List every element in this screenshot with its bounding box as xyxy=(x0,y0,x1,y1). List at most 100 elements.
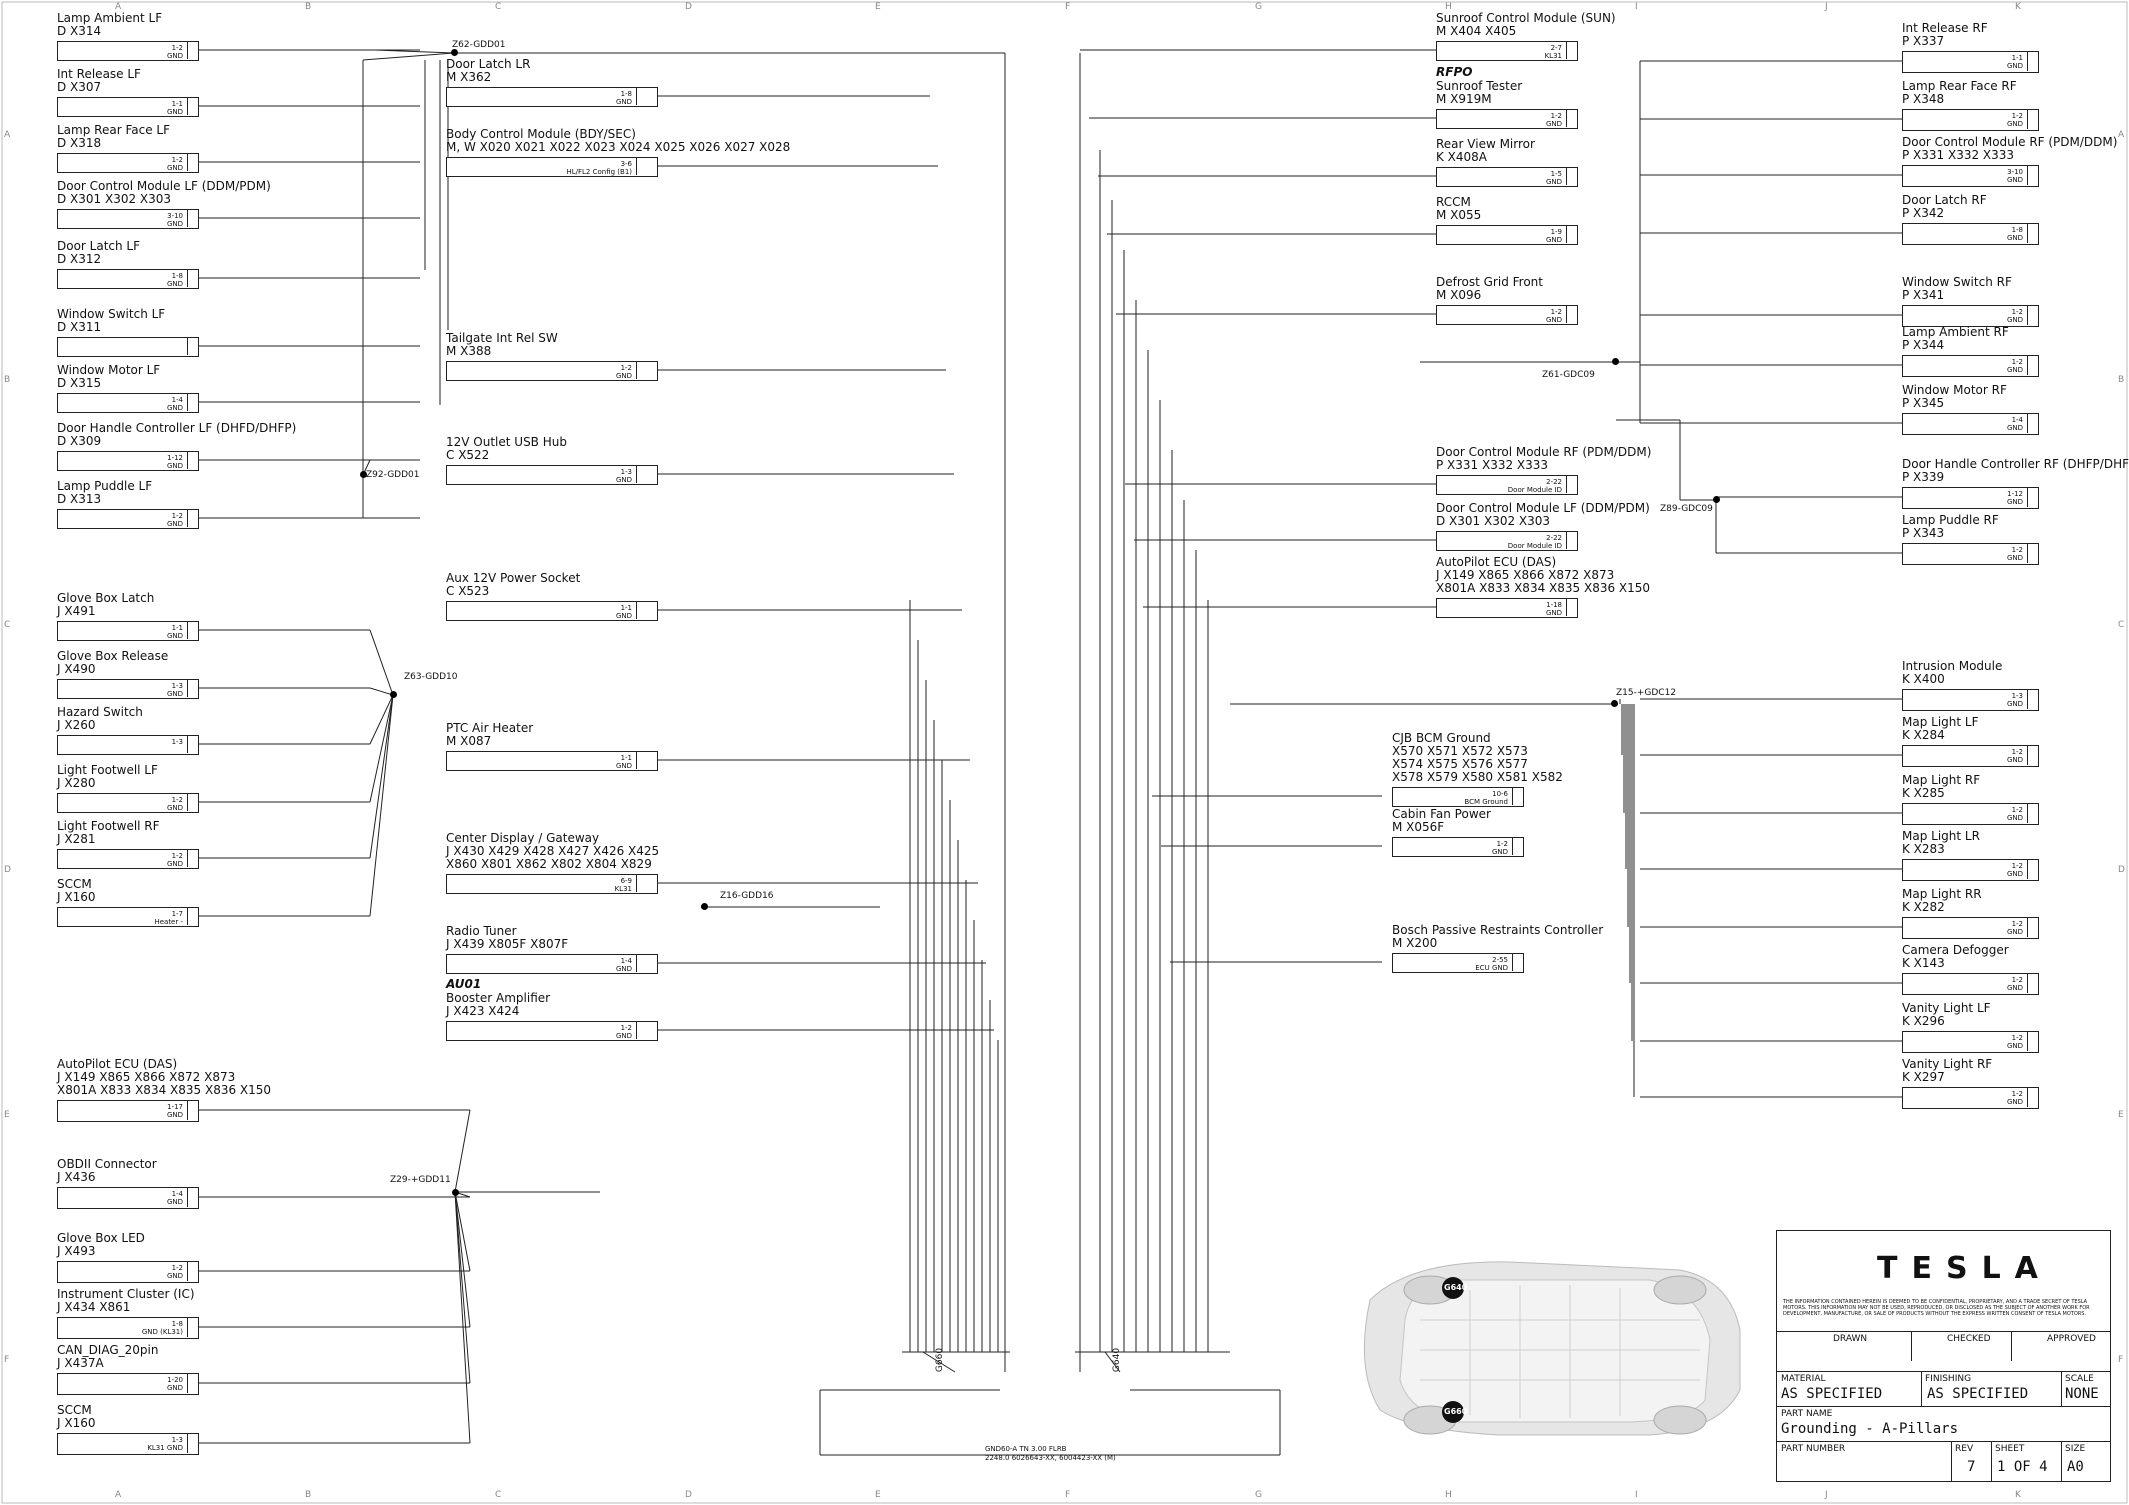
pin-label: 1-2 xyxy=(2011,358,2023,366)
ground-g640-label: G640 xyxy=(1112,1347,1123,1373)
pin-label: GND xyxy=(2006,120,2023,128)
component-connector-codes: M X096 xyxy=(1436,288,1482,302)
connector-box xyxy=(1902,165,2039,187)
pin-label: GND xyxy=(166,404,183,412)
component-connector-codes: D X314 xyxy=(57,24,102,38)
connector-box xyxy=(57,1187,199,1209)
wire xyxy=(374,49,455,54)
component-name: Glove Box LED xyxy=(57,1231,145,1245)
component-name: Lamp Rear Face RF xyxy=(1902,79,2017,93)
sheet-label: SHEET xyxy=(1995,1444,2025,1454)
connector-box xyxy=(1902,745,2039,767)
component-connector-codes: X574 X575 X576 X577 xyxy=(1392,757,1528,771)
component-name: AutoPilot ECU (DAS) xyxy=(57,1057,178,1071)
pin-label: 1-2 xyxy=(2011,862,2023,870)
pin-label: 3-10 xyxy=(2007,168,2023,176)
pin-label: GND xyxy=(166,1111,183,1119)
connector-box xyxy=(446,954,658,974)
grid-col-marker: K xyxy=(2015,1490,2021,1500)
scale-value: NONE xyxy=(2065,1386,2099,1402)
component-connector-codes: D X315 xyxy=(57,376,102,390)
pin-label: 1-8 xyxy=(171,272,183,280)
component-connector-codes: X578 X579 X580 X581 X582 xyxy=(1392,770,1563,784)
component-name: Lamp Ambient LF xyxy=(57,11,163,25)
connector-box xyxy=(57,679,199,699)
component-name: RCCM xyxy=(1436,195,1471,209)
connector-box xyxy=(1902,305,2039,327)
car-ground-g660-badge: G660 xyxy=(1444,1407,1468,1416)
pin-label: GND xyxy=(2006,424,2023,432)
connector-box xyxy=(57,337,199,357)
component-name: Intrusion Module xyxy=(1902,659,2003,673)
pin-label: 1-3 xyxy=(171,738,183,746)
rev-label: REV xyxy=(1955,1444,1974,1454)
pin-label: GND xyxy=(2006,62,2023,70)
component-name: Map Light RF xyxy=(1902,773,1981,787)
grid-col-marker: B xyxy=(305,1490,312,1500)
pin-label: 1-2 xyxy=(2011,308,2023,316)
connector-box xyxy=(1392,837,1524,857)
component-connector-codes: K X284 xyxy=(1902,728,1945,742)
pin-label: 1-2 xyxy=(171,512,183,520)
component-connector-codes: P X344 xyxy=(1902,338,1945,352)
pin-label: GND xyxy=(2006,984,2023,992)
pin-label: 1-2 xyxy=(1550,308,1562,316)
component-connector-codes: P X331 X332 X333 xyxy=(1902,148,2015,162)
connector-box xyxy=(1436,475,1578,495)
pin-label: 1-3 xyxy=(620,468,632,476)
grid-col-marker: I xyxy=(1635,1490,1638,1500)
pin-label: 1-12 xyxy=(2007,490,2023,498)
size-value: A0 xyxy=(2067,1459,2084,1475)
grid-col-marker: K xyxy=(2015,2,2021,12)
component-name: Instrument Cluster (IC) xyxy=(57,1287,195,1301)
pin-label: GND xyxy=(2006,554,2023,562)
splice-dot-z62 xyxy=(451,49,458,56)
component-connector-codes: J X493 xyxy=(57,1244,96,1258)
wire xyxy=(369,694,394,859)
component-name: Door Control Module LF (DDM/PDM) xyxy=(57,179,271,193)
splice-dot-z92 xyxy=(360,471,367,478)
wire xyxy=(369,694,394,917)
ground-bus-wire-spec: 2248.0 6026643-XX, 6004423-XX (M) xyxy=(985,1454,1116,1462)
component-name: Door Handle Controller RF (DHFP/DHFD) xyxy=(1902,457,2129,471)
connector-box xyxy=(1902,355,2039,377)
pin-label: 1-4 xyxy=(171,1190,183,1198)
component-connector-codes: X860 X801 X862 X802 X804 X829 xyxy=(446,857,652,871)
component-name: Defrost Grid Front xyxy=(1436,275,1543,289)
pin-label: 1-5 xyxy=(1550,170,1562,178)
component-connector-codes: P X345 xyxy=(1902,396,1945,410)
connector-box xyxy=(1436,598,1578,618)
connector-box xyxy=(1902,109,2039,131)
finishing-label: FINISHING xyxy=(1925,1374,1972,1384)
component-connector-codes: M, W X020 X021 X022 X023 X024 X025 X026 … xyxy=(446,140,791,154)
grid-row-marker: E xyxy=(2118,1110,2124,1120)
wire xyxy=(454,1191,471,1384)
connector-box xyxy=(57,509,199,529)
pin-label: GND xyxy=(2006,928,2023,936)
pin-label: GND xyxy=(166,1198,183,1206)
component-name: Door Control Module RF (PDM/DDM) xyxy=(1436,445,1652,459)
pin-label: 1-2 xyxy=(620,1024,632,1032)
connector-box xyxy=(1902,803,2039,825)
component-connector-codes: J X436 xyxy=(57,1170,96,1184)
component-name: Map Light LR xyxy=(1902,829,1980,843)
pin-label: Heater - xyxy=(154,918,183,926)
wire xyxy=(454,1191,471,1328)
component-connector-codes: M X200 xyxy=(1392,936,1438,950)
component-name: Vanity Light RF xyxy=(1902,1057,1993,1071)
pin-label: 1-3 xyxy=(171,682,183,690)
component-name: Body Control Module (BDY/SEC) xyxy=(446,127,636,141)
connector-box xyxy=(57,1373,199,1395)
connector-box xyxy=(57,1261,199,1283)
component-name: Lamp Puddle LF xyxy=(57,479,153,493)
connector-box xyxy=(57,269,199,289)
grid-col-marker: E xyxy=(875,1490,881,1500)
component-name: Booster Amplifier xyxy=(446,991,551,1005)
splice-z92: Z92-GDD01 xyxy=(366,470,420,480)
grid-col-marker: J xyxy=(1825,1490,1828,1500)
connector-box xyxy=(1902,487,2039,509)
component-name: Window Motor RF xyxy=(1902,383,2007,397)
connector-box xyxy=(1436,305,1578,325)
pin-label: 1-2 xyxy=(2011,546,2023,554)
